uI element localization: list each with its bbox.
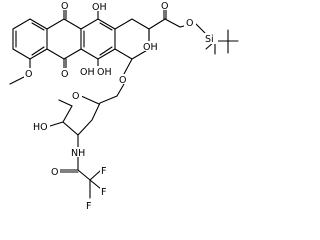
ketone-oxygen: O — [160, 0, 170, 12]
o-ketone-label: O — [161, 1, 168, 12]
atom-labels: O OH O O Si OH O O — [24, 0, 218, 212]
o-quinone-top-label: O — [61, 1, 68, 12]
glycosidic-oxygen: O — [118, 74, 129, 86]
methoxy-bonds — [9, 58, 31, 85]
hydroxyl-top: OH — [92, 1, 108, 13]
hydroxyl-middle: OH — [80, 66, 96, 78]
o-amide-label: O — [51, 167, 58, 178]
si-label: Si — [205, 34, 214, 45]
ring-c-bonds — [80, 18, 116, 60]
oh-ring-label: OH — [143, 42, 158, 53]
glycosidic-bonds — [116, 58, 133, 97]
oh-mid-label: OH — [80, 67, 95, 78]
o-glyco-label: O — [119, 75, 126, 86]
sugar-ring-bonds — [62, 94, 118, 136]
fluorine-bottom: F — [85, 200, 94, 212]
sugar-ring-oxygen: O — [71, 90, 82, 102]
oh-sugar-label: HO — [33, 122, 48, 133]
bonds — [9, 8, 239, 199]
amine-nitrogen: NH — [71, 147, 87, 159]
amide-oxygen: O — [50, 166, 60, 178]
nh-label: NH — [71, 148, 85, 159]
methoxy-oxygen: O — [24, 68, 35, 80]
sugar-substituent-bonds — [49, 99, 79, 149]
o-quinone-bottom-label: O — [61, 69, 68, 80]
o-ether-label: O — [186, 18, 193, 29]
hydroxyl-ring: OH — [143, 41, 159, 53]
oh-top-label: OH — [92, 2, 107, 13]
f3-label: F — [86, 201, 91, 212]
f2-label: F — [101, 187, 106, 198]
fluorine-right-bottom: F — [100, 186, 109, 198]
ring-d-bonds — [114, 18, 150, 60]
amide-bonds — [59, 156, 102, 199]
silicon-atom: Si — [204, 33, 218, 45]
hydroxyl-bottom: OH — [97, 66, 113, 78]
sugar-hydroxyl: HO — [33, 121, 50, 133]
oh-bot-label: OH — [97, 67, 112, 78]
ether-oxygen: O — [184, 17, 196, 29]
quinone-oxygen-bottom: O — [60, 68, 70, 80]
f1-label: F — [101, 166, 106, 177]
fluorine-right-top: F — [100, 165, 109, 177]
ome-o-label: O — [25, 69, 32, 80]
quinone-oxygen-top: O — [60, 0, 70, 12]
chemical-structure: O OH O O Si OH O O — [9, 0, 239, 212]
side-chain-bonds — [148, 8, 239, 55]
o-sugar-ring-label: O — [72, 91, 79, 102]
ring-a-bonds — [12, 18, 48, 60]
ring-b-bonds — [46, 8, 82, 70]
